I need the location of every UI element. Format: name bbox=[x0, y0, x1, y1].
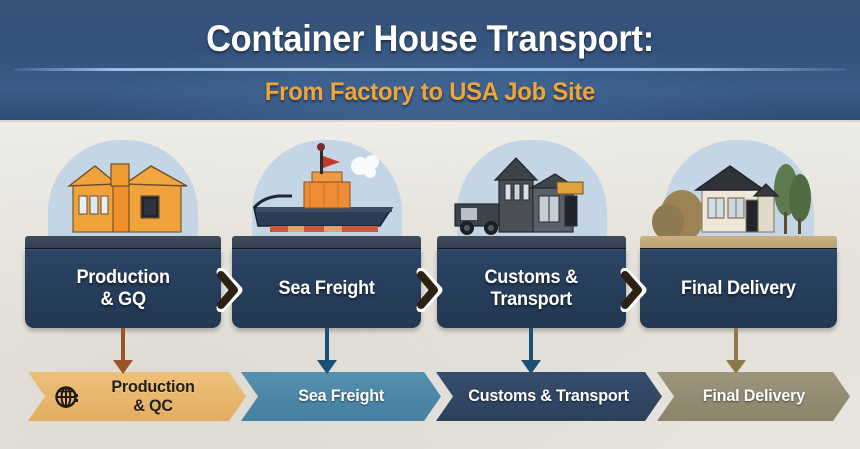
stage-label-line1: Production bbox=[76, 267, 170, 289]
globe-icon bbox=[54, 384, 80, 410]
stage-separator-3 bbox=[618, 267, 648, 313]
process-step-line1: Production bbox=[111, 376, 195, 396]
stage-illustration-customs bbox=[437, 138, 626, 240]
process-step-label-customs-transport: Customs & Transport bbox=[468, 386, 630, 406]
stage-label-panel-sea-freight: Sea Freight bbox=[232, 248, 421, 328]
page-subtitle: From Factory to USA Job Site bbox=[264, 78, 596, 106]
connector-arrow-3 bbox=[519, 328, 543, 374]
connector-arrow-1 bbox=[111, 328, 135, 374]
stage-illustration-sea-freight bbox=[232, 138, 421, 240]
stage-card-sea-freight[interactable]: Sea Freight bbox=[232, 140, 421, 328]
stage-label-production: Production & GQ bbox=[71, 267, 176, 310]
connector-arrow-4 bbox=[724, 328, 748, 374]
stage-illustration-production bbox=[25, 138, 221, 240]
stage-label-panel-production: Production & GQ bbox=[25, 248, 221, 328]
stage-label-final-delivery: Final Delivery bbox=[681, 277, 796, 299]
chevron-right-icon bbox=[216, 267, 243, 313]
stage-label-panel-customs: Customs & Transport bbox=[437, 248, 626, 328]
stage-label-line2: Transport bbox=[490, 288, 573, 310]
stage-base-final-delivery bbox=[640, 236, 837, 250]
stage-label-line1: Customs & bbox=[484, 267, 579, 289]
title-divider bbox=[14, 68, 846, 71]
chevron-right-icon bbox=[620, 267, 647, 313]
connector-arrow-2 bbox=[315, 328, 339, 374]
process-step-label-final-delivery: Final Delivery bbox=[702, 386, 805, 406]
process-step-production-qc[interactable]: Production & QC bbox=[28, 372, 246, 421]
process-step-final-delivery[interactable]: Final Delivery bbox=[657, 372, 850, 421]
stage-card-production[interactable]: Production & GQ bbox=[25, 140, 221, 328]
stage-label-panel-final-delivery: Final Delivery bbox=[640, 248, 837, 328]
process-step-sea-freight[interactable]: Sea Freight bbox=[241, 372, 441, 421]
header-banner: Container House Transport: From Factory … bbox=[0, 0, 860, 122]
process-step-label-sea-freight: Sea Freight bbox=[298, 386, 384, 406]
stage-card-customs[interactable]: Customs & Transport bbox=[437, 140, 626, 328]
page-title: Container House Transport: bbox=[206, 18, 654, 59]
stage-label-sea-freight: Sea Freight bbox=[278, 277, 375, 299]
process-step-label-production-qc: Production & QC bbox=[79, 378, 195, 415]
stage-base-production bbox=[25, 236, 221, 250]
stage-card-final-delivery[interactable]: Final Delivery bbox=[640, 140, 837, 328]
stage-base-customs bbox=[437, 236, 626, 250]
arrow-down-icon bbox=[317, 328, 337, 374]
stage-separator-2 bbox=[414, 267, 444, 313]
arrow-down-icon bbox=[726, 328, 746, 374]
stage-label-line2: & GQ bbox=[100, 288, 146, 310]
arrow-down-icon bbox=[521, 328, 541, 374]
stage-illustration-final-delivery bbox=[640, 138, 837, 240]
chevron-right-icon bbox=[416, 267, 443, 313]
stage-base-sea-freight bbox=[232, 236, 421, 250]
process-step-line2: & QC bbox=[133, 395, 173, 415]
stage-label-customs: Customs & Transport bbox=[479, 267, 584, 310]
stage-separator-1 bbox=[214, 267, 244, 313]
process-step-customs-transport[interactable]: Customs & Transport bbox=[436, 372, 662, 421]
arrow-down-icon bbox=[113, 328, 133, 374]
